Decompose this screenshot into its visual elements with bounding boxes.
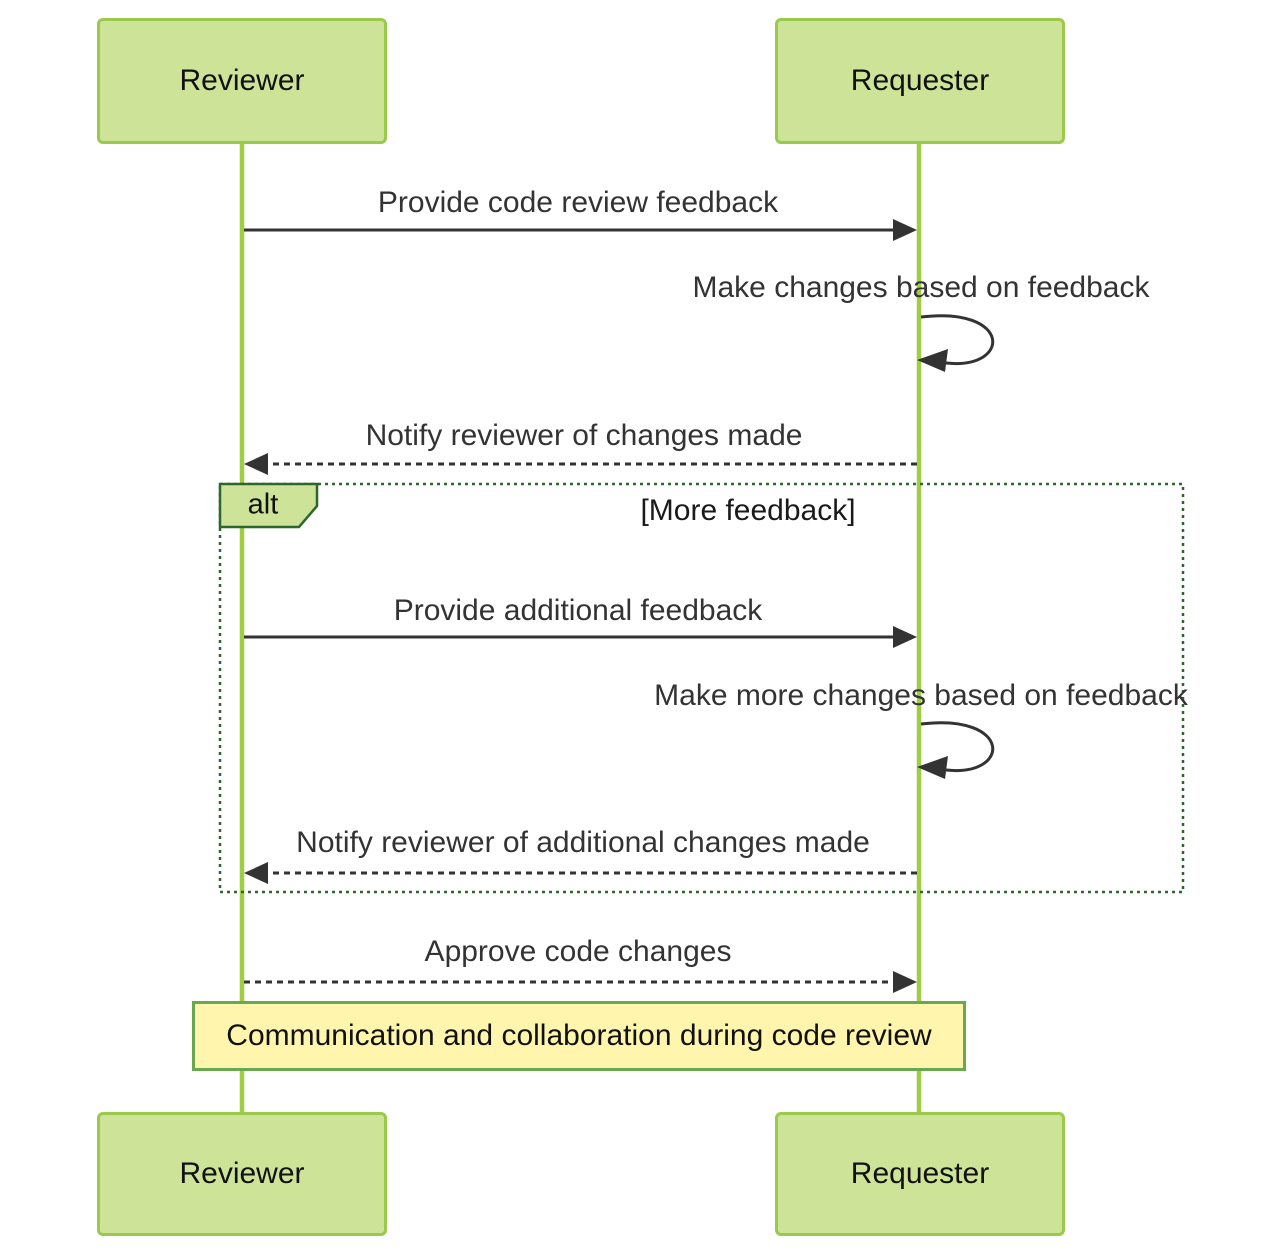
message-label: Notify reviewer of changes made bbox=[365, 419, 803, 452]
arrow-approve-code-changes bbox=[244, 971, 917, 993]
message-label: Notify reviewer of additional changes ma… bbox=[296, 826, 870, 859]
message-label: Approve code changes bbox=[424, 935, 732, 968]
self-loop-make-more-changes bbox=[917, 721, 995, 779]
arrow-notify-reviewer-additional-changes bbox=[244, 862, 917, 884]
alt-label-pentagon bbox=[218, 482, 319, 529]
message-label: Provide additional feedback bbox=[393, 594, 763, 627]
note-text: Communication and collaboration during c… bbox=[226, 1019, 932, 1052]
message-label: Make more changes based on feedback bbox=[654, 679, 1188, 712]
actor-label: Reviewer bbox=[179, 1157, 305, 1190]
actor-label: Requester bbox=[850, 1157, 990, 1190]
actor-box-reviewer-bottom: Reviewer bbox=[97, 1112, 387, 1236]
alt-operator-label: alt bbox=[247, 488, 279, 521]
actor-box-requester-bottom: Requester bbox=[775, 1112, 1065, 1236]
alt-condition-label: [More feedback] bbox=[640, 494, 856, 527]
note-box: Communication and collaboration during c… bbox=[192, 1001, 966, 1071]
message-label: Make changes based on feedback bbox=[692, 271, 1150, 304]
arrow-provide-additional-feedback bbox=[244, 626, 917, 648]
arrow-provide-code-review-feedback bbox=[244, 219, 917, 241]
self-loop-make-changes bbox=[917, 314, 995, 372]
actor-label: Requester bbox=[850, 64, 990, 97]
arrow-notify-reviewer-changes bbox=[244, 453, 917, 475]
actor-box-requester-top: Requester bbox=[775, 18, 1065, 144]
actor-label: Reviewer bbox=[179, 64, 305, 97]
actor-box-reviewer-top: Reviewer bbox=[97, 18, 387, 144]
message-label: Provide code review feedback bbox=[377, 186, 779, 219]
